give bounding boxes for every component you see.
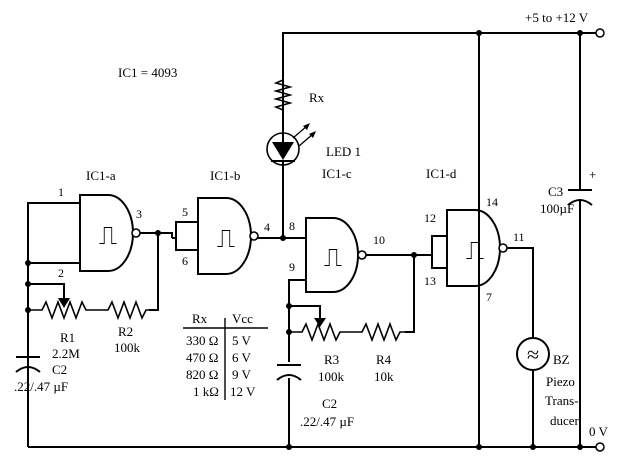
pin-label: 6 bbox=[182, 254, 188, 268]
schmitt-icon: ⎍ bbox=[466, 236, 484, 265]
pin-label: 13 bbox=[424, 274, 436, 288]
pin-label: 8 bbox=[289, 219, 295, 233]
rx-table-cell: 330 Ω bbox=[186, 333, 218, 348]
rx-table-cell: 820 Ω bbox=[186, 367, 218, 382]
bz-line1: Piezo bbox=[546, 374, 575, 389]
gate-ic1-a: ⎍ bbox=[79, 194, 141, 272]
r3-value: 100k bbox=[318, 369, 345, 384]
vplus-label: +5 to +12 V bbox=[525, 10, 589, 25]
c2-left-name: C2 bbox=[52, 362, 67, 377]
rx-resistor bbox=[273, 70, 293, 121]
schmitt-icon: ⎍ bbox=[99, 221, 117, 250]
pin-label: 14 bbox=[486, 195, 498, 209]
rx-table-cell: 5 V bbox=[232, 333, 252, 348]
schmitt-icon: ⎍ bbox=[217, 224, 235, 253]
gate-ic1-d: ⎍ bbox=[446, 209, 508, 287]
gate-ic1-c: ⎍ bbox=[305, 217, 367, 293]
gate-d-name: IC1-d bbox=[426, 166, 457, 181]
ground-label: 0 V bbox=[589, 424, 609, 439]
gate-c-name: IC1-c bbox=[322, 166, 352, 181]
pin-label: 9 bbox=[289, 260, 295, 274]
gate-a-name: IC1-a bbox=[86, 168, 116, 183]
bz-line3: ducer bbox=[550, 413, 580, 428]
ground-terminal bbox=[595, 442, 605, 452]
pin-label: 5 bbox=[182, 205, 188, 219]
r4-value: 10k bbox=[374, 369, 394, 384]
ic-label: IC1 = 4093 bbox=[118, 65, 177, 80]
rx-table-header-vcc: Vcc bbox=[232, 311, 253, 326]
pin-label: 7 bbox=[486, 290, 492, 304]
c2-mid-name: C2 bbox=[322, 396, 337, 411]
schmitt-icon: ⎍ bbox=[324, 243, 342, 272]
r3-name: R3 bbox=[324, 352, 339, 367]
c2-left-value: .22/.47 µF bbox=[14, 379, 68, 394]
led-diode bbox=[266, 121, 316, 238]
pin-label: 2 bbox=[58, 266, 64, 280]
bz-line2: Trans- bbox=[545, 393, 578, 408]
rx-table-header-rx: Rx bbox=[192, 311, 208, 326]
c2-mid-value: .22/.47 µF bbox=[300, 414, 354, 429]
c2-mid-capacitor bbox=[276, 362, 302, 381]
pin-label: 11 bbox=[513, 230, 525, 244]
r4-resistor bbox=[352, 321, 405, 343]
rx-table-cell: 470 Ω bbox=[186, 350, 218, 365]
piezo-buzzer: ≈ bbox=[516, 337, 550, 371]
rx-table bbox=[183, 318, 268, 400]
buzzer-icon: ≈ bbox=[527, 342, 539, 367]
c3-name: C3 bbox=[548, 184, 563, 199]
r1-value: 2.2M bbox=[52, 346, 80, 361]
vplus-terminal bbox=[595, 28, 605, 38]
rx-table-cell: 12 V bbox=[230, 384, 256, 399]
rx-table-cell: 9 V bbox=[232, 367, 252, 382]
c3-value: 100µF bbox=[540, 201, 574, 216]
c3-polarity: + bbox=[589, 167, 596, 182]
c2-left-capacitor bbox=[15, 356, 41, 373]
ic1-a-wiring bbox=[25, 202, 173, 447]
rx-table-cell: 1 kΩ bbox=[193, 384, 219, 399]
c3-capacitor bbox=[567, 33, 593, 447]
r1-name: R1 bbox=[60, 330, 75, 345]
gate-b-name: IC1-b bbox=[210, 168, 240, 183]
r2-name: R2 bbox=[118, 324, 133, 339]
r4-name: R4 bbox=[376, 352, 392, 367]
pin-label: 12 bbox=[424, 211, 436, 225]
r2-value: 100k bbox=[114, 340, 141, 355]
r1-potentiometer bbox=[28, 290, 98, 321]
pin-label: 10 bbox=[373, 233, 385, 247]
ic1-b-wiring bbox=[172, 221, 306, 251]
rx-label: Rx bbox=[309, 90, 325, 105]
pin-label: 1 bbox=[58, 185, 64, 199]
ic1-d-wiring bbox=[431, 33, 534, 447]
pin-label: 3 bbox=[136, 207, 142, 221]
led-label: LED 1 bbox=[326, 144, 361, 159]
r3-potentiometer bbox=[289, 318, 352, 343]
supply-rail bbox=[282, 28, 605, 121]
bz-name: BZ bbox=[553, 352, 570, 367]
ground-rail bbox=[28, 442, 605, 452]
r2-resistor bbox=[98, 299, 149, 321]
rx-table-cell: 6 V bbox=[232, 350, 252, 365]
gate-ic1-b: ⎍ bbox=[197, 197, 259, 275]
pin-label: 4 bbox=[264, 220, 270, 234]
